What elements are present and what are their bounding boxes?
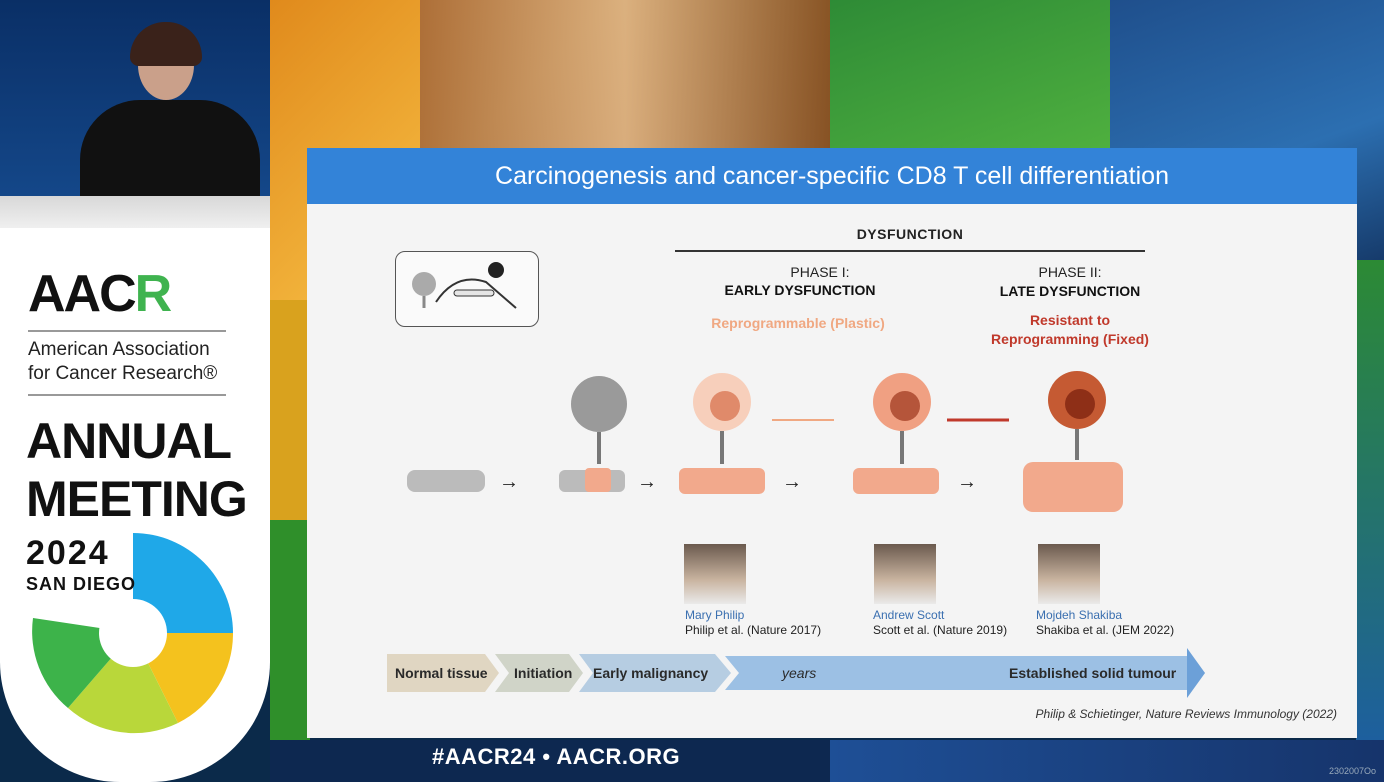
slide-title: Carcinogenesis and cancer-specific CD8 T… xyxy=(307,148,1357,204)
svg-text:→: → xyxy=(499,471,519,493)
phase2-state: Resistant to Reprogramming (Fixed) xyxy=(991,312,1149,347)
meeting-wheel-graphic xyxy=(32,533,234,734)
timeline-stage: Early malignancy xyxy=(593,665,709,681)
podium-sign: AACR American Association for Cancer Res… xyxy=(0,228,270,782)
phase1-state: Reprogrammable (Plastic) xyxy=(711,315,885,331)
background-panel-blue-lower xyxy=(830,740,1384,782)
phase1-label: PHASE I: xyxy=(790,264,850,280)
dysfunction-line xyxy=(675,250,1145,252)
phase2-name: LATE DYSFUNCTION xyxy=(999,283,1141,299)
researcher-citation: Shakiba et al. (JEM 2022) xyxy=(1036,623,1175,637)
meeting-title: ANNUAL MEETING xyxy=(26,413,248,527)
podium-top xyxy=(0,196,270,230)
timeline-stage: Established solid tumour xyxy=(1009,665,1177,681)
divider xyxy=(28,394,226,396)
slide-citation: Philip & Schietinger, Nature Reviews Imm… xyxy=(1035,707,1337,721)
background-panel-green xyxy=(830,0,1110,150)
photo-mojdeh-shakiba xyxy=(1038,544,1100,604)
svg-text:→: → xyxy=(782,471,802,493)
timeline-years: years xyxy=(782,665,817,681)
timeline-stage: Initiation xyxy=(514,665,573,681)
researcher-citation: Scott et al. (Nature 2019) xyxy=(873,623,1008,637)
divider xyxy=(28,330,226,332)
footer-bar xyxy=(270,740,830,782)
phase1-name: EARLY DYSFUNCTION xyxy=(724,282,876,298)
meeting-city: SAN DIEGO xyxy=(26,574,137,594)
photo-andrew-scott xyxy=(874,544,936,604)
tcell-tumor-icon xyxy=(395,251,539,327)
tcell-differentiation-diagram: → → → → xyxy=(407,371,1123,512)
organization-name: American Association for Cancer Research… xyxy=(28,339,218,384)
aacr-logo: AACR xyxy=(28,265,172,323)
researcher-name: Mojdeh Shakiba xyxy=(1036,608,1123,622)
dysfunction-header: DYSFUNCTION xyxy=(856,226,964,242)
timeline-stage: Normal tissue xyxy=(395,665,488,681)
svg-text:→: → xyxy=(957,471,977,493)
svg-text:→: → xyxy=(637,471,657,493)
presentation-slide: Carcinogenesis and cancer-specific CD8 T… xyxy=(307,148,1357,738)
footer-hashtag: #AACR24 • AACR.ORG xyxy=(432,744,681,769)
photo-mary-philip xyxy=(684,544,746,604)
researcher-name: Andrew Scott xyxy=(873,608,945,622)
researcher-citation: Philip et al. (Nature 2017) xyxy=(685,623,822,637)
meeting-year: 2024 xyxy=(26,534,110,572)
background-panel-right xyxy=(1356,260,1384,740)
disease-timeline: Normal tissue Initiation Early malignanc… xyxy=(387,648,1207,698)
researcher-name: Mary Philip xyxy=(685,608,745,622)
background-panel-green-lower xyxy=(270,520,310,782)
background-panel-yellow xyxy=(270,300,310,520)
speaker-video xyxy=(60,20,270,220)
phase2-label: PHASE II: xyxy=(1038,264,1102,280)
footer-code: 2302007Oo xyxy=(1328,766,1376,776)
background-photo-scientists xyxy=(420,0,830,150)
